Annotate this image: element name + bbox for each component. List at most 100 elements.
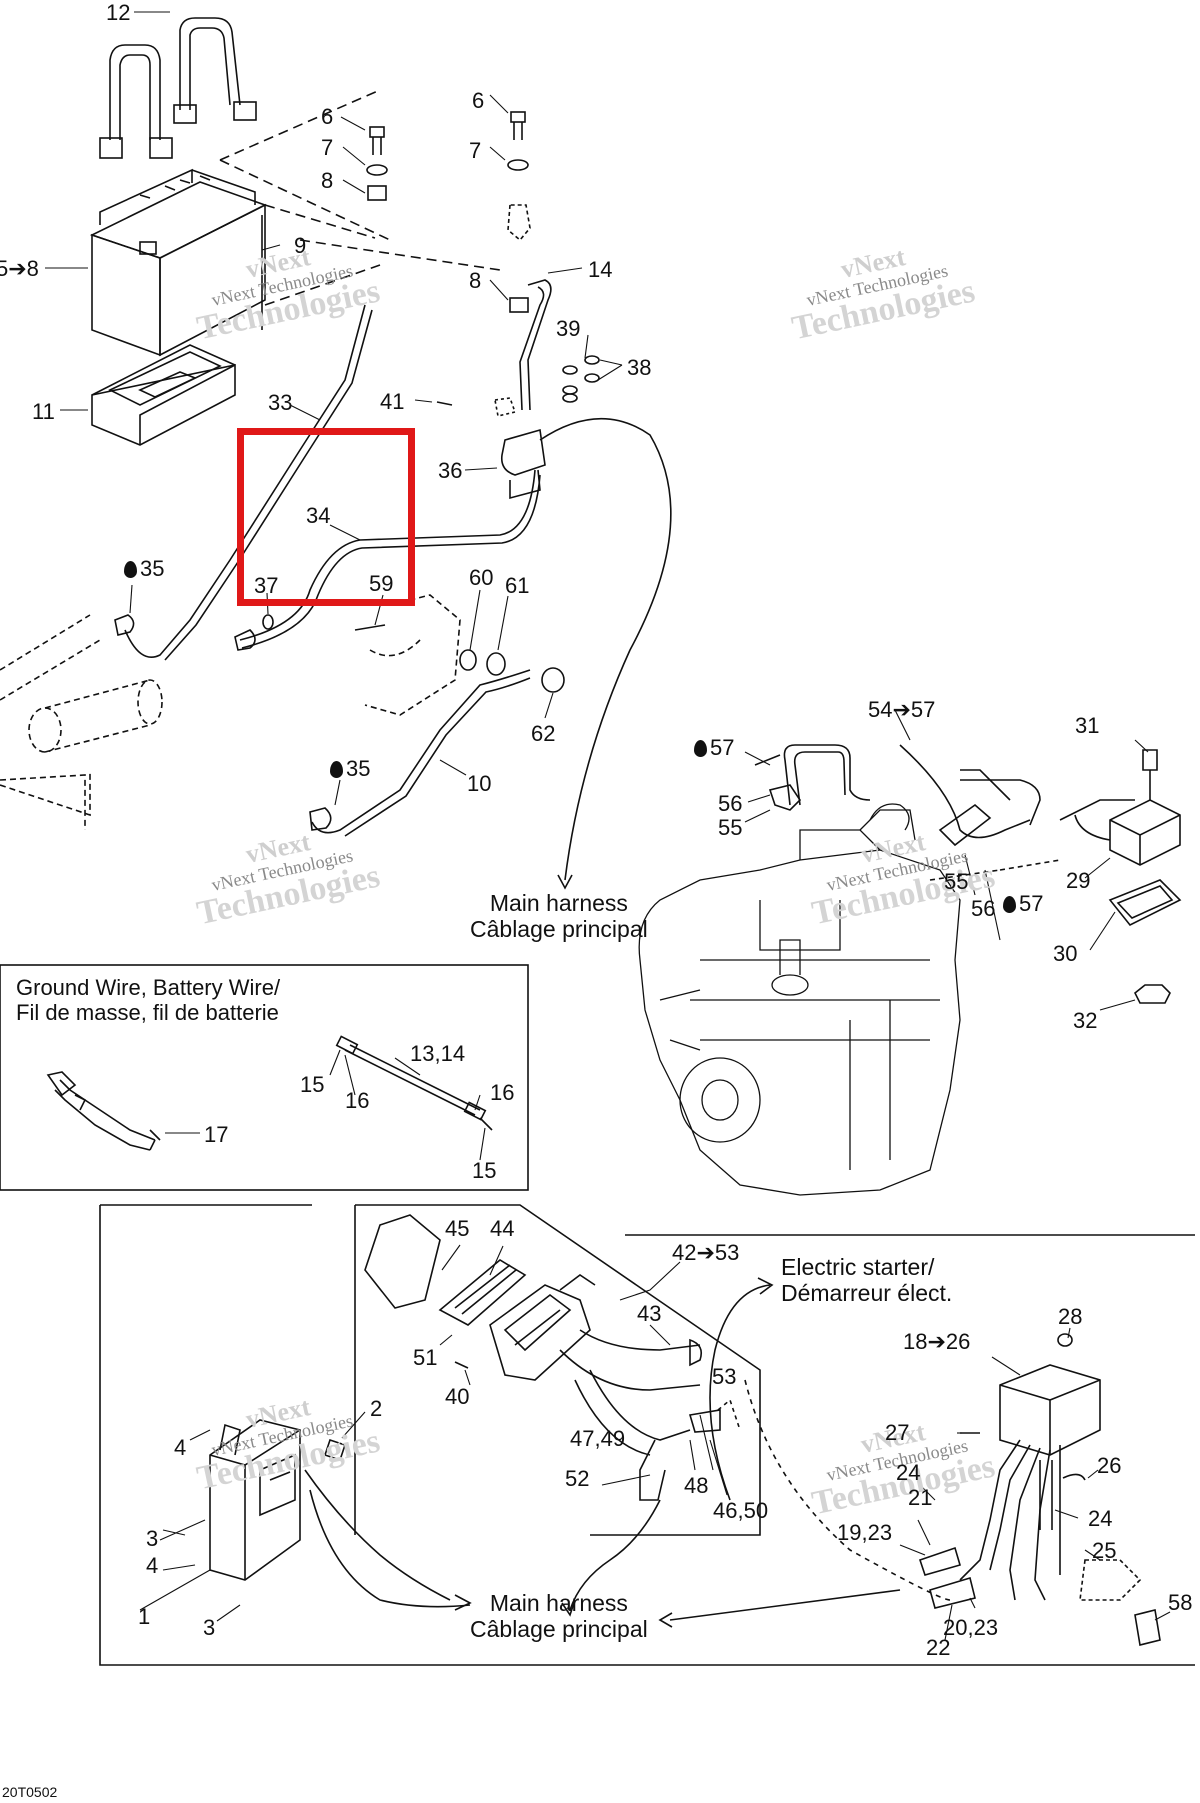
callout-30: 30 [1053,941,1078,966]
frame-bracket [364,594,461,716]
callout-27: 27 [885,1420,910,1445]
washer-60 [459,649,477,671]
callout-57-text: 57 [710,735,735,760]
bolt-set-left [366,126,388,201]
callout-4: 4 [174,1435,187,1460]
connector-58 [1134,1609,1161,1646]
battery [89,168,268,357]
callout-40: 40 [445,1384,470,1409]
callout-32: 32 [1073,1008,1098,1033]
lug-37 [234,629,256,651]
callout-9: 9 [294,233,307,258]
cable-34 [239,469,536,641]
callout-3: 3 [146,1526,159,1551]
module-18-26 [959,1333,1101,1601]
callout-56: 56 [971,896,996,921]
callout-58: 58 [1168,1590,1193,1615]
callout-55: 55 [944,869,969,894]
callout-4: 4 [146,1553,159,1578]
ground-wire-box-title: Ground Wire, Battery Wire/ Fil de masse,… [16,975,280,1026]
cable-14 [527,279,552,411]
ignition-coil-29 [1059,749,1181,866]
connector-20-23 [929,1576,976,1609]
callout-7: 7 [321,135,334,160]
nut-62 [541,667,565,693]
nuts-38-39 [562,355,600,403]
callout-13-14: 13,14 [410,1041,466,1066]
callout-57: 57 [1003,893,1043,915]
cable-33 [124,304,366,658]
nut-61 [486,652,506,676]
lug-35b [309,807,332,831]
callout-17: 17 [204,1122,229,1147]
ecu-harness-wire [304,1469,451,1601]
callout-60: 60 [469,565,494,590]
cable-10 [311,669,531,834]
callout-10: 10 [467,771,492,796]
callout-20-23: 20,23 [943,1615,999,1640]
callout-35-text: 35 [346,756,371,781]
callout-24: 24 [1088,1506,1113,1531]
callout-2: 2 [370,1396,383,1421]
harness-dashed [744,1379,951,1601]
callout-57-text: 57 [1019,891,1044,916]
callout-11: 11 [32,399,55,424]
callout-19-23: 19,23 [837,1520,893,1545]
lug-35a [114,614,135,636]
callout-62: 62 [531,721,556,746]
callout-26: 26 [1097,1453,1122,1478]
oil-drop-icon [124,561,137,578]
callout-42-to-53: 42➔53 [672,1240,740,1265]
ignition-wires-54-57 [754,744,1041,847]
highlight-box [237,428,415,606]
solenoid-36 [494,397,546,500]
tube-24 [1039,1460,1053,1530]
callout-6: 6 [321,104,334,129]
harness-label-fr: Câblage principal [470,916,648,943]
starter-label-fr: Démarreur élect. [781,1280,953,1307]
ground-box-title-fr: Fil de masse, fil de batterie [16,1000,279,1026]
inset-right [355,1204,761,1536]
callout-31: 31 [1075,713,1100,738]
callout-3: 3 [203,1615,216,1640]
harness-label-en: Main harness [489,890,628,916]
connector-25 [1079,1559,1142,1601]
callout-16: 16 [490,1080,515,1105]
battery-guide-lines [219,89,501,306]
callout-33: 33 [268,390,293,415]
cover-45 [364,1214,441,1309]
bottom-frame [99,1204,1195,1666]
arrow-head-top [557,874,573,890]
oil-drop-icon [330,761,343,778]
main-harness-label-bottom: Main harness Câblage principal [470,1590,648,1643]
bolt-59 [354,624,386,631]
callout-39: 39 [556,316,581,341]
starter-arrow-cable [709,1284,771,1501]
callout-35: 35 [330,758,370,780]
callout-16: 16 [345,1088,370,1113]
starter-motor [0,614,163,817]
ground-wire-box [0,964,529,1191]
callout-14: 14 [588,257,613,282]
callout-47-49: 47,49 [570,1426,626,1451]
callout-36: 36 [438,458,463,483]
bolt-40 [454,1361,469,1369]
callout-15: 15 [300,1072,325,1097]
terminals-44-51 [438,1259,527,1326]
connector-19-23 [918,1546,961,1576]
callout-55: 55 [718,815,743,840]
oil-drop-icon [694,740,707,757]
figure-code: 20T0502 [2,1784,58,1800]
callout-53: 53 [712,1364,737,1389]
frame-line [0,774,86,830]
engine-assembly [638,803,961,1196]
battery-tray-11 [91,344,236,446]
callout-44: 44 [490,1216,515,1241]
callout-29: 29 [1066,868,1091,893]
clip-26 [1062,1473,1086,1481]
callout-41: 41 [380,389,405,414]
ecu-module-1 [209,1419,301,1581]
callout-7: 7 [469,138,482,163]
harness-to-module [669,1589,901,1621]
